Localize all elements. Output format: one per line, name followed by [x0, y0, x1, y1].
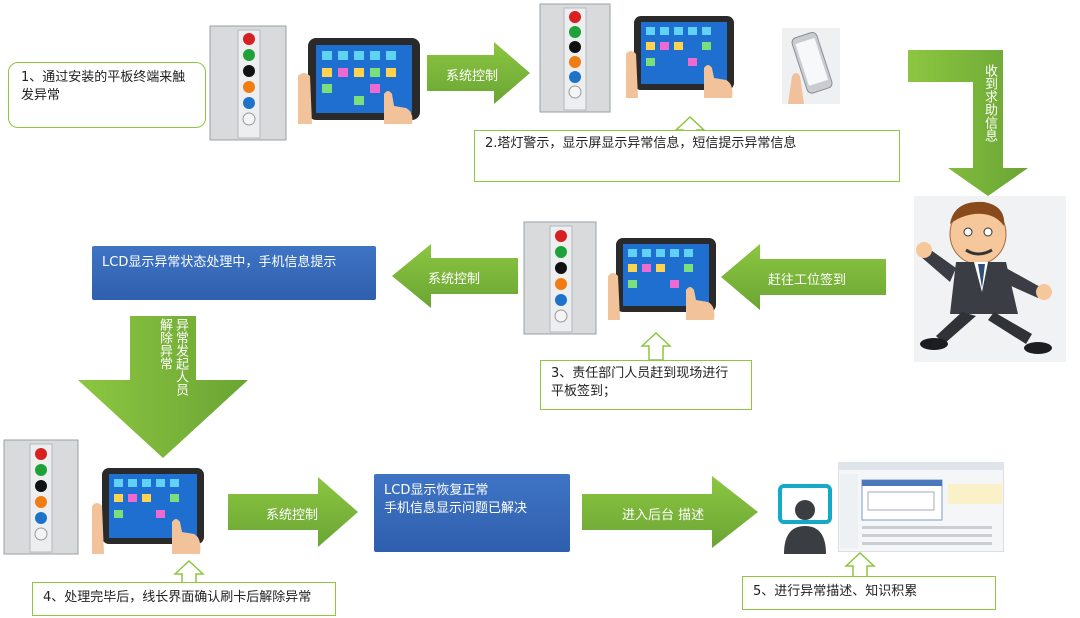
- tablet-icon: [298, 36, 424, 126]
- step-2-box: 2.塔灯警示，显示屏显示异常信息，短信提示异常信息: [474, 130, 900, 182]
- tablet-icon: [92, 466, 208, 554]
- step-4-text: 4、处理完毕后，线长界面确认刷卡后解除异常: [43, 590, 312, 605]
- step-5-text: 5、进行异常描述、知识积累: [753, 584, 918, 599]
- step-4-box: 4、处理完毕后，线长界面确认刷卡后解除异常: [32, 582, 336, 616]
- lcd-recovered-box: LCD显示恢复正常 手机信息显示问题已解决: [374, 474, 570, 552]
- step-2-text: 2.塔灯警示，显示屏显示异常信息，短信提示异常信息: [485, 136, 797, 151]
- arrow-label-receive-help: 收到求助信息: [982, 64, 997, 142]
- arrow-label-enter-backend: 进入后台 描述: [622, 508, 705, 523]
- step-3-box: 3、责任部门人员赶到现场进行平板签到；: [540, 360, 752, 410]
- step-3-text: 3、责任部门人员赶到现场进行平板签到；: [551, 366, 729, 399]
- small-up-arrow-2: [640, 331, 672, 361]
- running-man-icon: [914, 196, 1066, 362]
- tablet-icon: [626, 14, 738, 98]
- lcd-processing-text: LCD显示异常状态处理中，手机信息提示: [102, 255, 337, 270]
- arrow-system-control-1: [427, 42, 530, 104]
- arrow-initiator-clear: [78, 316, 248, 458]
- lcd-processing-box: LCD显示异常状态处理中，手机信息提示: [92, 246, 376, 300]
- arrow-label-system-control-3: 系统控制: [266, 508, 319, 523]
- arrow-system-control-3: [228, 477, 358, 547]
- tablet-icon: [608, 236, 720, 320]
- small-up-arrow-3: [173, 559, 205, 584]
- arrow-enter-backend: [582, 476, 758, 548]
- tower-light-icon: [538, 2, 612, 114]
- lcd-recovered-line1: LCD显示恢复正常: [384, 483, 489, 498]
- step-1-text: 1、通过安装的平板终端来触发异常: [21, 70, 186, 103]
- step-1-box: 1、通过安装的平板终端来触发异常: [8, 62, 206, 128]
- smartphone-icon: [782, 28, 840, 104]
- computer-user-icon: [774, 482, 836, 554]
- tower-light-icon: [2, 438, 80, 556]
- arrow-go-checkin: [721, 244, 886, 310]
- arrow-receive-help: [908, 50, 1028, 196]
- arrow-label-system-control-1: 系统控制: [446, 69, 499, 84]
- step-5-box: 5、进行异常描述、知识积累: [742, 576, 996, 610]
- tower-light-icon: [522, 220, 598, 336]
- lcd-recovered-line2: 手机信息显示问题已解决: [384, 501, 528, 516]
- small-up-arrow-4: [844, 551, 876, 578]
- arrow-system-control-2: [392, 244, 518, 308]
- arrow-label-system-control-2: 系统控制: [428, 272, 481, 287]
- arrow-label-initiator-clear: 异常发起人员解除异常: [157, 318, 188, 396]
- arrow-label-go-checkin: 赶往工位签到: [768, 273, 847, 288]
- tower-light-1-icon: [209, 25, 287, 141]
- backend-screenshot-thumbnail: [837, 461, 1005, 553]
- tower-light-icon: [208, 24, 288, 142]
